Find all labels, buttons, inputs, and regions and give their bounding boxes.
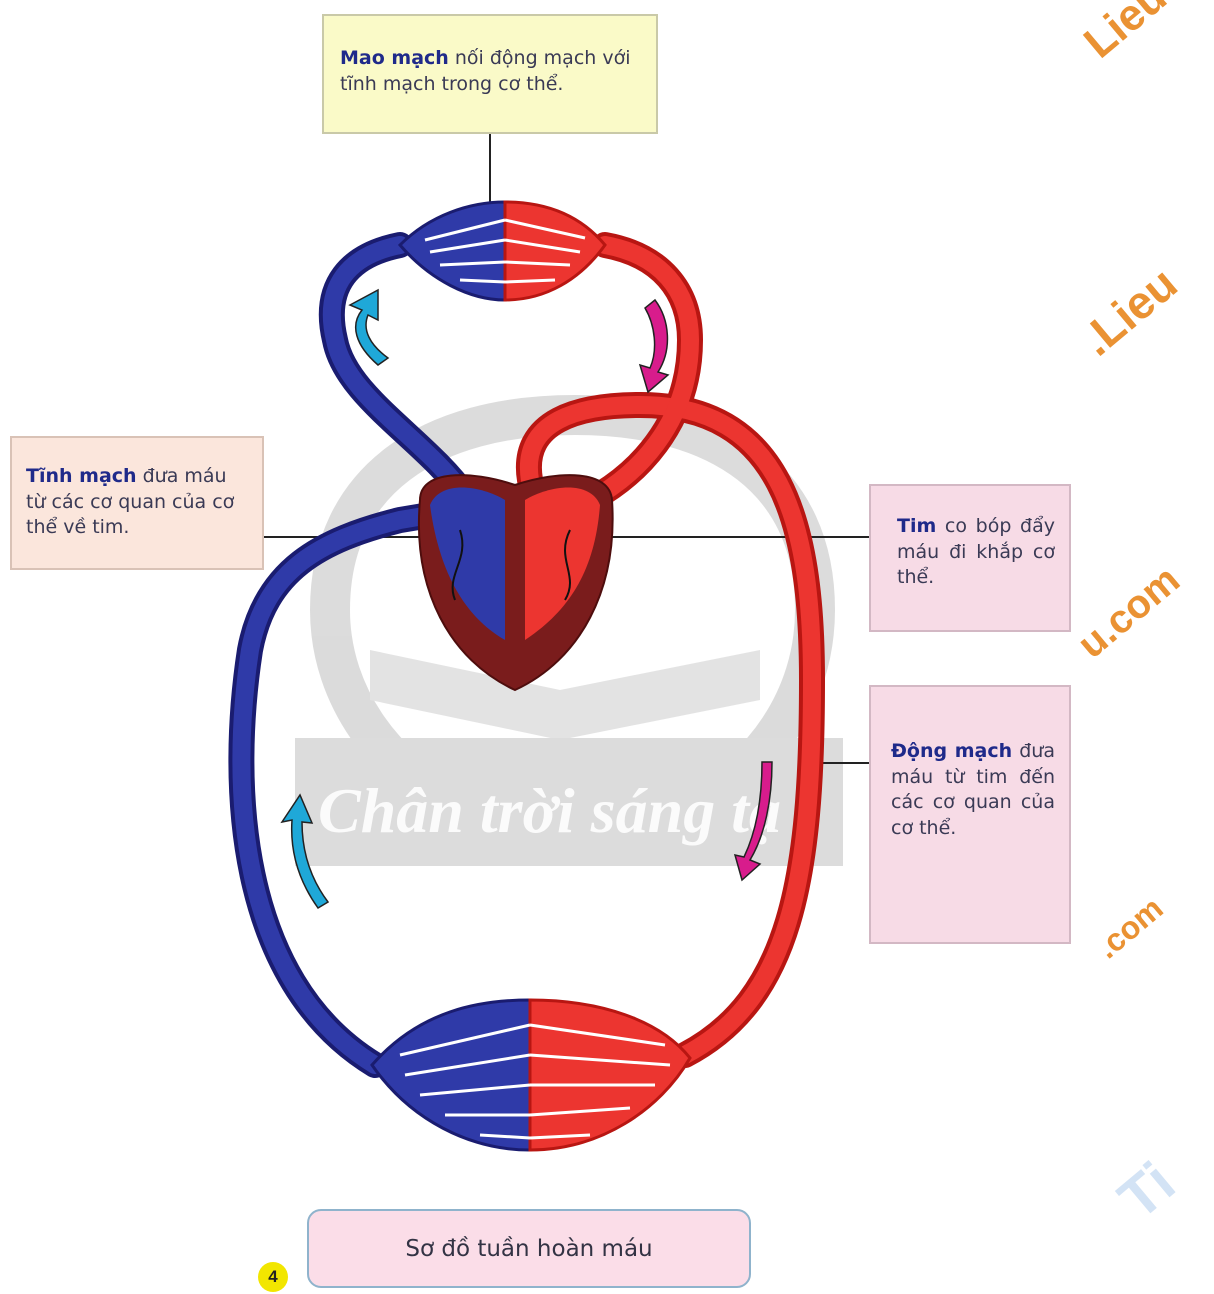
artery-vessels <box>529 245 812 1055</box>
label-tinh-mach: Tĩnh mạch đưa máu từ các cơ quan của cơ … <box>10 436 264 570</box>
label-tim-title: Tim <box>897 515 936 537</box>
diagram-caption-text: Sơ đồ tuần hoàn máu <box>405 1236 652 1262</box>
watermark-text: Chân trời sáng tạ <box>318 775 781 846</box>
figure-number-badge: 4 <box>258 1262 288 1292</box>
vein-vessels-fill <box>241 245 488 1065</box>
heart <box>419 475 613 690</box>
svg-text:Lieu: Lieu <box>1075 0 1176 68</box>
artery-vessels-fill <box>529 245 812 1055</box>
label-mao-mach: Mao mạch nối động mạch với tĩnh mạch tro… <box>322 14 658 134</box>
watermark-side: Lieu .Lieu u.com .com Ti <box>1070 0 1189 1232</box>
svg-text:u.com: u.com <box>1070 557 1189 666</box>
label-tinh-mach-title: Tĩnh mạch <box>26 465 137 487</box>
svg-text:.com: .com <box>1089 890 1169 966</box>
label-dong-mach: Động mạch đưa máu từ tim đến các cơ quan… <box>869 685 1071 944</box>
capillary-bed-top <box>400 202 605 300</box>
label-mao-mach-title: Mao mạch <box>340 47 449 69</box>
label-tim: Tim co bóp đẩy máu đi khắp cơ thể. <box>869 484 1071 632</box>
diagram-caption: Sơ đồ tuần hoàn máu <box>307 1209 751 1288</box>
capillary-bed-bottom <box>372 1000 690 1150</box>
label-dong-mach-title: Động mạch <box>891 740 1012 762</box>
svg-text:.Lieu: .Lieu <box>1071 257 1187 366</box>
svg-text:Ti: Ti <box>1107 1150 1187 1232</box>
